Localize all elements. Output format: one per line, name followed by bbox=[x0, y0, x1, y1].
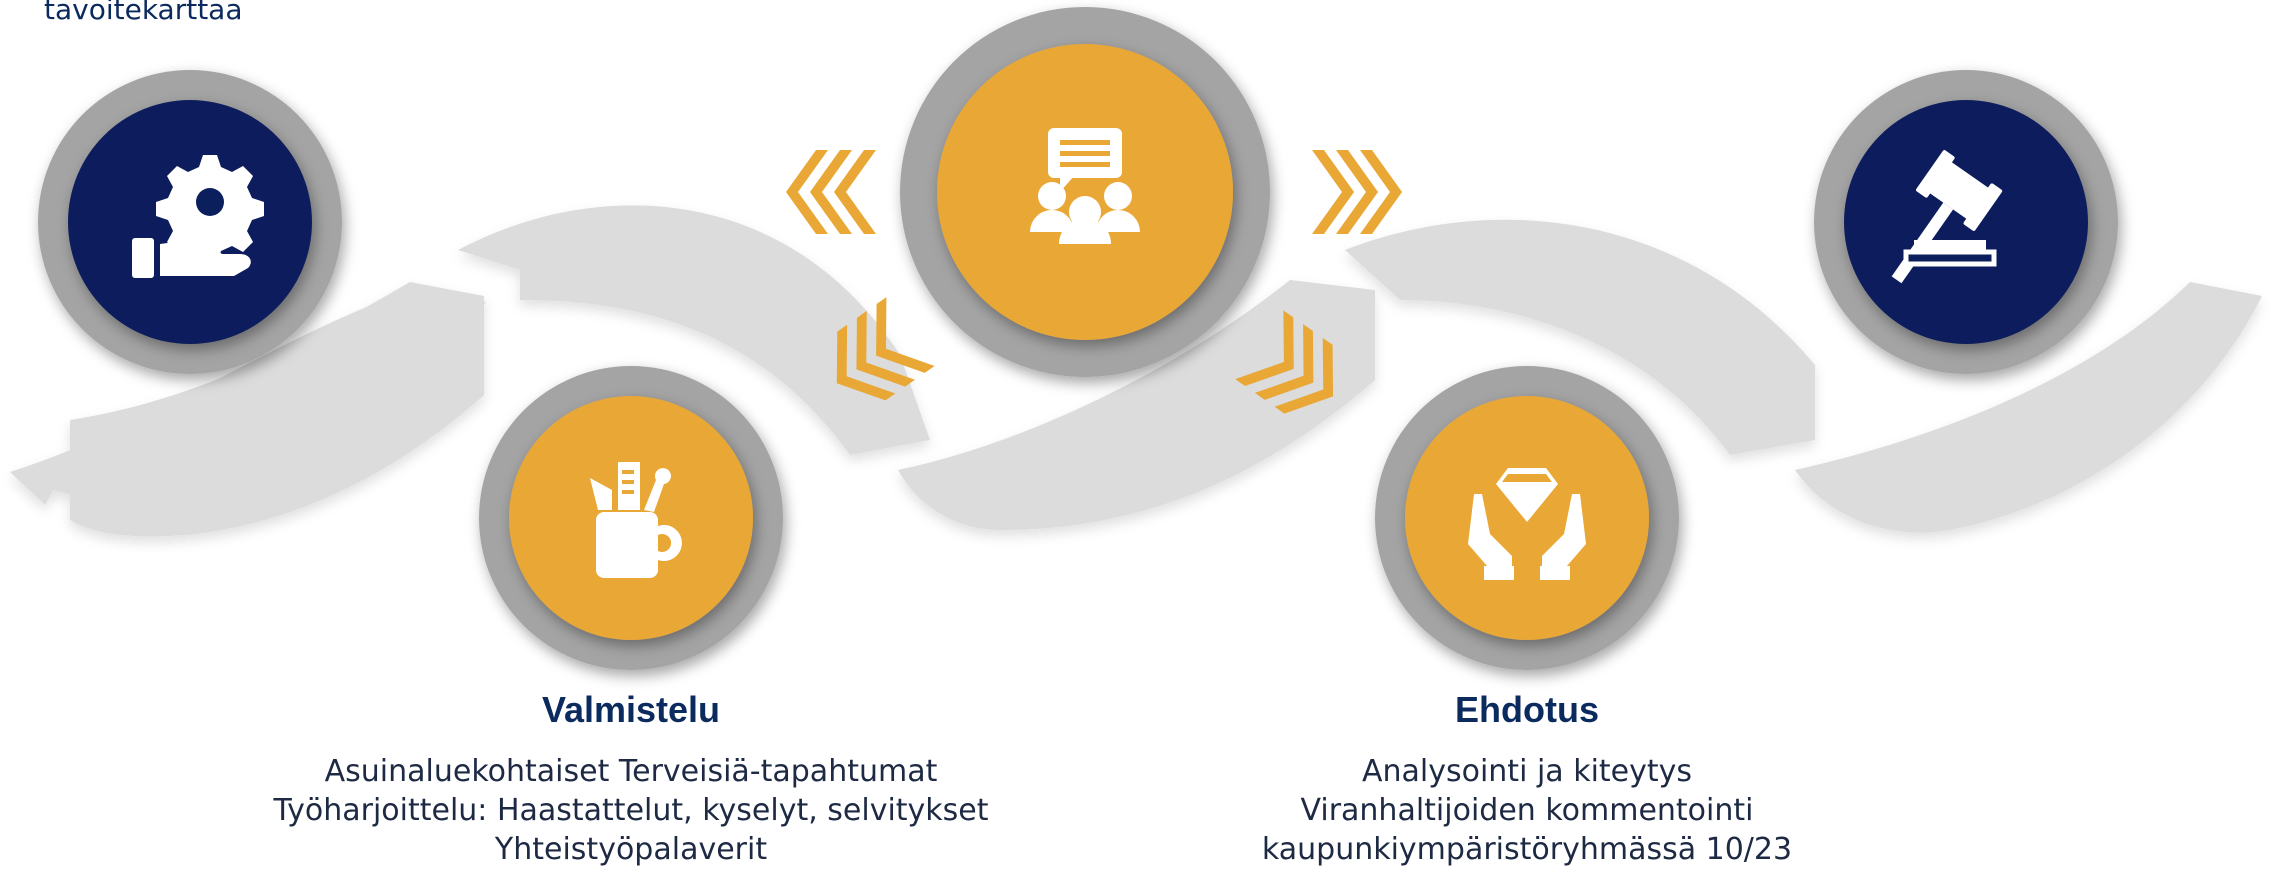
caption-line: Asuinaluekohtaiset Terveisiä-tapahtumat bbox=[324, 754, 938, 789]
step-2-node bbox=[479, 366, 783, 670]
chevrons-right-bottom bbox=[1235, 310, 1334, 414]
wave-ribbon bbox=[10, 205, 2262, 537]
page-title-fragment: tavoitekarttaa bbox=[44, 0, 243, 26]
chevrons-left-top bbox=[786, 150, 876, 234]
chevrons-left-bottom bbox=[836, 297, 935, 401]
step-1-node bbox=[38, 70, 342, 374]
hands-diamond-icon bbox=[1468, 468, 1586, 580]
caption-valmistelu: Valmistelu Asuinaluekohtaiset Terveisiä-… bbox=[181, 690, 1081, 869]
ribbon-segment-3 bbox=[898, 280, 1375, 530]
gavel-icon bbox=[1891, 150, 2003, 284]
ribbon-segment-2 bbox=[458, 205, 930, 455]
hand-gear-icon bbox=[132, 155, 264, 278]
caption-line: Yhteistyöpalaverit bbox=[494, 832, 768, 867]
caption-title: Ehdotus bbox=[1455, 689, 1599, 730]
caption-ehdotus: Ehdotus Analysointi ja kiteytys Viranhal… bbox=[1077, 690, 1977, 869]
step-4-node bbox=[1375, 366, 1679, 670]
caption-title: Valmistelu bbox=[541, 689, 721, 730]
caption-line: Työharjoittelu: Haastattelut, kyselyt, s… bbox=[273, 793, 989, 828]
chevrons-right-top bbox=[1312, 150, 1402, 234]
discussion-group-icon bbox=[1030, 128, 1140, 244]
step-5-node bbox=[1814, 70, 2118, 374]
ribbon-segment-1-body bbox=[70, 282, 484, 537]
caption-line: kaupunkiympäristöryhmässä 10/23 bbox=[1261, 832, 1793, 867]
caption-line: Viranhaltijoiden kommentointi bbox=[1300, 793, 1754, 828]
caption-line: Analysointi ja kiteytys bbox=[1361, 754, 1693, 789]
step-3-node bbox=[900, 7, 1270, 377]
ribbon-segment-5 bbox=[1795, 282, 2262, 533]
pencil-cup-icon bbox=[590, 462, 682, 578]
ribbon-segment-4 bbox=[1345, 219, 1815, 455]
